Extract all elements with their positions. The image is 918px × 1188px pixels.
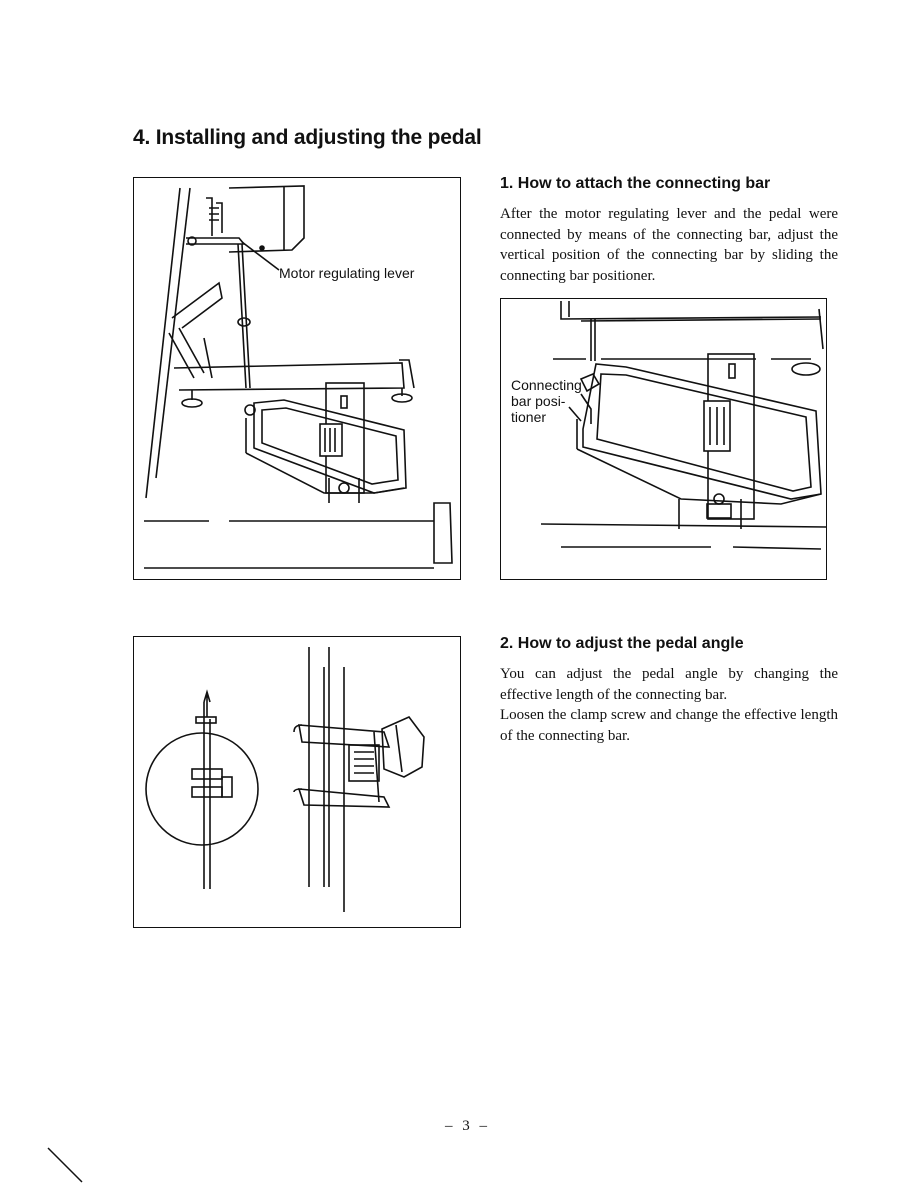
connecting-bar-positioner-callout-line3: tioner (511, 409, 547, 425)
page-title: 4. Installing and adjusting the pedal (133, 126, 482, 149)
clamp-detail-drawing (145, 647, 425, 912)
figure-pedal-assembly: Motor regulating lever (133, 177, 461, 580)
connecting-bar-positioner-callout-line2: bar posi- (511, 393, 566, 409)
pedal-assembly-drawing (144, 185, 453, 569)
figure-clamp-detail (133, 636, 461, 928)
scan-mark (47, 1147, 83, 1183)
figure-connecting-bar-positioner: Connecting bar posi- tioner (500, 298, 827, 580)
page-number: – 3 – (445, 1118, 490, 1134)
positioner-drawing (540, 301, 826, 550)
connecting-bar-positioner-callout-line1: Connecting (511, 377, 582, 393)
section-1-heading: 1. How to attach the connecting bar (500, 175, 771, 192)
section-2-heading: 2. How to adjust the pedal angle (500, 635, 744, 652)
section-2-paragraph-1: You can adjust the pedal angle by changi… (500, 666, 838, 703)
motor-regulating-lever-callout: Motor regulating lever (279, 265, 415, 281)
section-2-paragraph-2: Loosen the clamp screw and change the ef… (500, 707, 838, 744)
section-1-paragraph: After the motor regulating lever and the… (500, 206, 838, 284)
